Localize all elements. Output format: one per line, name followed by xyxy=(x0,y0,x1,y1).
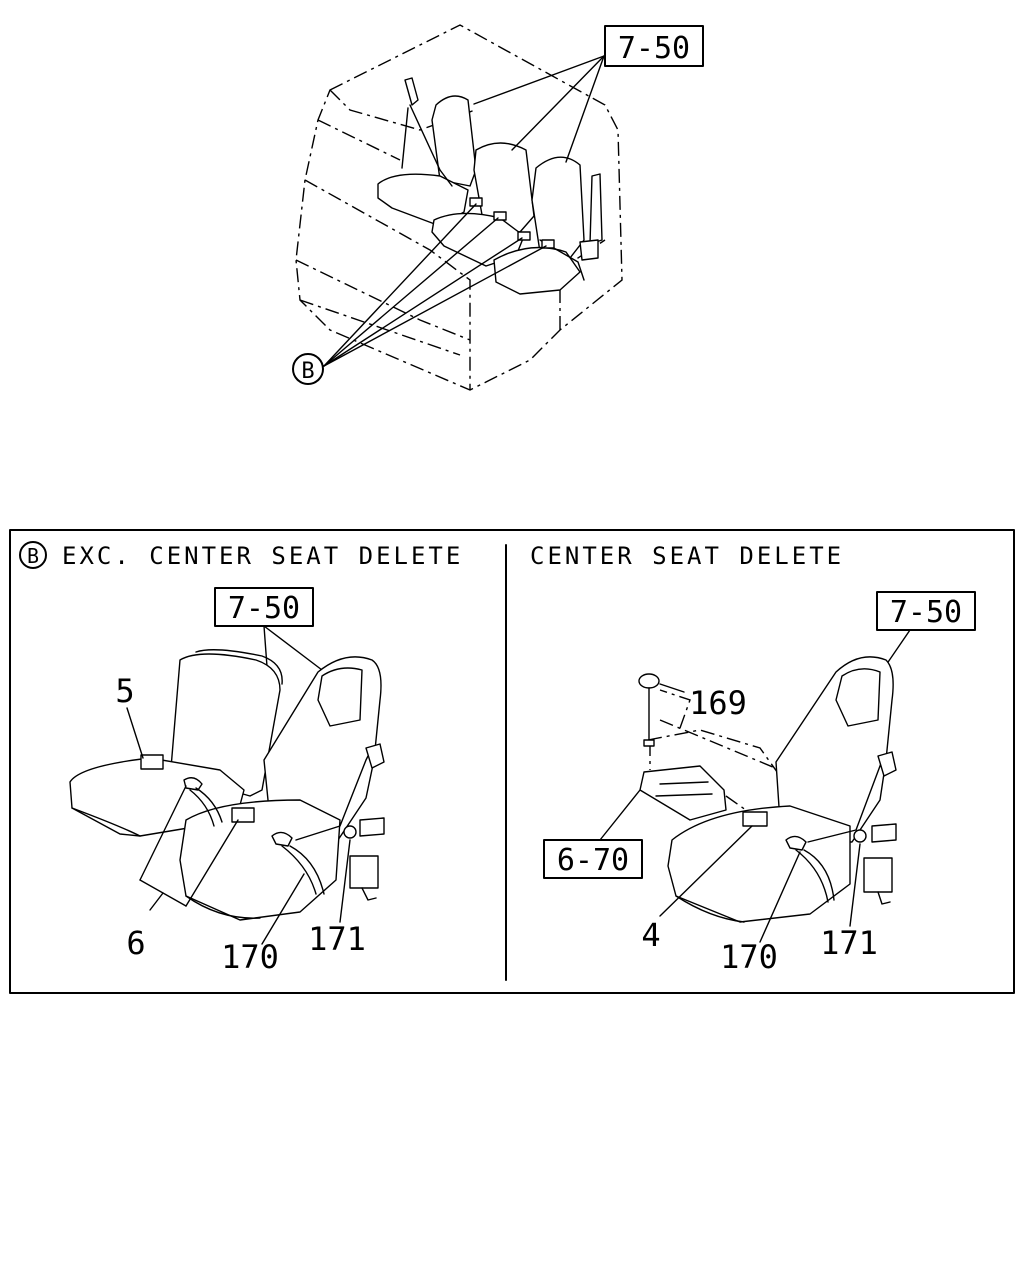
part-169-plug xyxy=(638,673,660,689)
callout-b-left xyxy=(19,541,47,569)
part-4-buckle xyxy=(742,811,768,827)
part-6-buckle xyxy=(231,807,255,823)
part-171-retractor xyxy=(343,825,357,839)
callout-b-top-label: B xyxy=(301,359,314,384)
cab-overview xyxy=(295,24,623,391)
label-part-170-right: 170 xyxy=(720,938,778,976)
detail-frame xyxy=(9,529,1015,994)
driver-seat-drawing-right xyxy=(667,656,894,923)
panel-right: CENTER SEAT DELETE 7-50 xyxy=(530,542,976,976)
part-5-buckle xyxy=(140,754,164,770)
label-part-171: 171 xyxy=(308,920,366,958)
ref-box-top: 7-50 xyxy=(604,25,704,67)
ref-box-right-seat xyxy=(876,591,976,631)
label-part-169: 169 xyxy=(689,684,747,722)
belt-parts-right xyxy=(742,751,897,905)
label-part-4: 4 xyxy=(641,916,660,954)
belt-parts-left xyxy=(139,743,385,911)
panel-left-heading: EXC. CENTER SEAT DELETE xyxy=(62,542,463,570)
ref-label-left: 7-50 xyxy=(228,591,300,626)
label-part-6: 6 xyxy=(126,924,145,962)
part-171-retractor-right xyxy=(853,829,867,843)
label-part-171-right: 171 xyxy=(820,924,878,962)
ref-box-right-floor xyxy=(543,839,643,879)
callout-b-top: B xyxy=(292,353,324,385)
panel-left: B EXC. CENTER SEAT DELETE 7-50 xyxy=(19,541,463,976)
ref-label-top: 7-50 xyxy=(618,31,690,66)
callout-b-left-label: B xyxy=(27,544,39,568)
label-part-170: 170 xyxy=(221,938,279,976)
driver-seat-drawing xyxy=(179,656,382,921)
label-part-5: 5 xyxy=(115,672,134,710)
ref-label-right-seat: 7-50 xyxy=(890,595,962,630)
panel-right-heading: CENTER SEAT DELETE xyxy=(530,542,844,570)
ref-label-right-floor: 6-70 xyxy=(557,843,629,878)
